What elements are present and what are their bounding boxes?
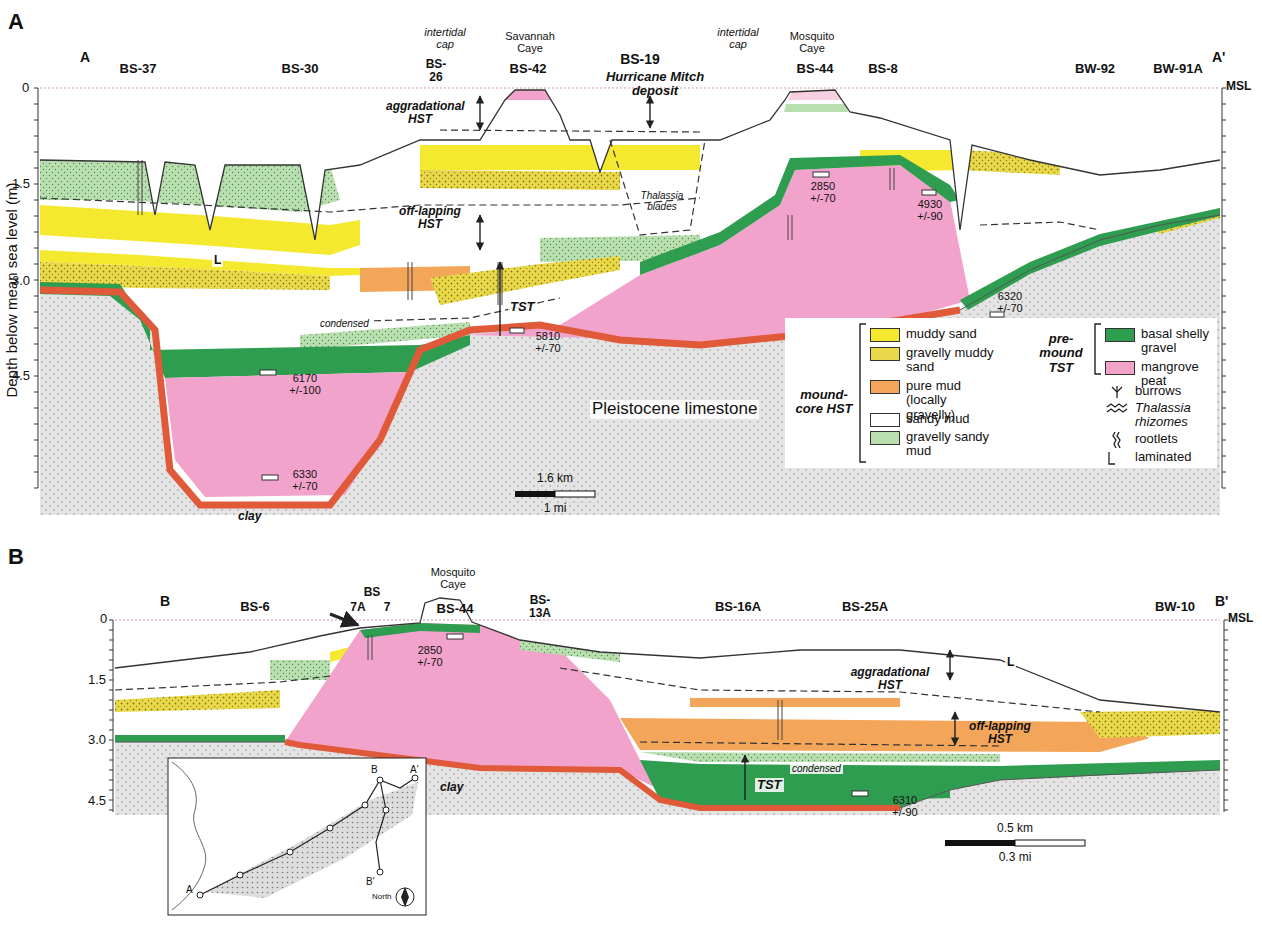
- section-label: pre-mound TST: [1030, 332, 1092, 375]
- legend-text: muddy sand: [906, 327, 996, 341]
- section-label: BS-44: [797, 62, 834, 76]
- section-label: 1 mi: [544, 502, 567, 515]
- section-label: Mosquito Caye: [782, 30, 842, 54]
- section-label: 2850 +/-70: [409, 644, 451, 668]
- section-label: 1.6 km: [537, 472, 573, 485]
- section-label: 6320 +/-70: [989, 290, 1031, 314]
- section-label: BS- 26: [420, 58, 452, 84]
- section-label: A': [410, 764, 419, 775]
- legend-text: basal shelly gravel: [1141, 327, 1221, 356]
- section-label: 0.5 km: [997, 822, 1033, 835]
- section-label: BS-37: [120, 62, 157, 76]
- legend-text: laminated: [1135, 450, 1215, 464]
- section-label: 6310 +/-90: [884, 794, 926, 818]
- section-label: BW-10: [1155, 600, 1195, 614]
- section-label: off-lapping HST: [398, 205, 462, 231]
- section-label: BS-6: [240, 600, 270, 614]
- section-label: Thalassia blades: [635, 190, 690, 212]
- section-label: BS- 13A: [520, 594, 560, 620]
- section-label: 5810 +/-70: [526, 330, 570, 354]
- section-label: 4930 +/-90: [909, 198, 951, 222]
- section-label: BW-91A: [1153, 62, 1203, 76]
- section-label: BS-19: [620, 52, 660, 67]
- section-label: L: [1005, 656, 1016, 669]
- section-label: 6170 +/-100: [281, 372, 329, 396]
- section-label: intertidal cap: [708, 26, 768, 50]
- section-label: B: [8, 545, 24, 569]
- legend-symbol: [1105, 384, 1131, 400]
- section-label: 7A: [350, 601, 365, 614]
- section-label: 0: [100, 612, 107, 626]
- section-label: 1.5: [88, 673, 106, 687]
- section-label: BS-42: [510, 62, 547, 76]
- legend-text: Thalassia rhizomes: [1135, 401, 1215, 430]
- section-label: A: [80, 50, 90, 65]
- legend-swatch: [870, 413, 900, 427]
- section-label: intertidal cap: [415, 26, 475, 50]
- section-label: aggradational HST: [850, 666, 930, 692]
- section-label: aggradational HST: [386, 100, 454, 126]
- legend-text: sandy mud: [906, 412, 996, 426]
- section-label: clay: [238, 510, 261, 523]
- section-label: BS-30: [282, 62, 319, 76]
- legend-swatch: [1105, 361, 1135, 375]
- section-label: Savannah Caye: [500, 30, 560, 54]
- legend-swatch: [870, 431, 900, 445]
- section-label: A: [186, 884, 193, 895]
- section-label: mound-core HST: [792, 388, 856, 417]
- section-label: clay: [440, 781, 463, 794]
- section-label: B': [366, 876, 375, 887]
- legend-swatch: [870, 347, 900, 361]
- legend-swatch: [1105, 328, 1135, 342]
- legend-text: burrows: [1135, 384, 1215, 398]
- section-label: A': [1212, 50, 1225, 65]
- section-label: North: [372, 893, 392, 902]
- section-label: BS: [364, 586, 381, 599]
- section-label: TST: [755, 778, 784, 792]
- section-label: 0: [22, 81, 29, 95]
- legend-swatch: [870, 380, 900, 394]
- section-label: L: [212, 254, 223, 267]
- legend-symbol: [1105, 450, 1131, 466]
- section-label: 7: [384, 601, 391, 614]
- section-label: B: [160, 594, 170, 609]
- legend-text: gravelly muddy sand: [906, 346, 996, 375]
- section-label: 3.0: [88, 733, 106, 747]
- legend-text: rootlets: [1135, 432, 1215, 446]
- section-label: A: [8, 10, 24, 34]
- section-label: 2850 +/-70: [802, 180, 844, 204]
- section-label: Depth below mean sea level (m): [4, 182, 21, 397]
- legend-swatch: [870, 328, 900, 342]
- section-label: BW-92: [1075, 62, 1115, 76]
- section-label: condensed: [318, 318, 371, 329]
- section-label: MSL: [1226, 80, 1251, 93]
- section-label: BS-8: [868, 62, 898, 76]
- section-label: B: [371, 764, 378, 775]
- section-label: 0.3 mi: [999, 851, 1032, 864]
- section-label: Mosquito Caye: [423, 566, 483, 590]
- section-label: off-lapping HST: [967, 720, 1033, 746]
- section-label: BS-16A: [715, 600, 761, 614]
- section-label: 4.5: [88, 794, 106, 808]
- section-label: Pleistocene limestone: [590, 400, 759, 419]
- section-label: Hurricane Mitch deposit: [605, 70, 705, 99]
- section-label: BS-44: [437, 602, 474, 616]
- legend-symbol: [1105, 432, 1131, 448]
- section-label: TST: [508, 300, 537, 314]
- section-label: B': [1215, 594, 1228, 609]
- section-label: 6330 +/-70: [284, 468, 326, 492]
- section-label: condensed: [790, 763, 843, 774]
- section-label: MSL: [1228, 612, 1253, 625]
- legend-text: gravelly sandy mud: [906, 430, 996, 459]
- section-label: BS-25A: [842, 600, 888, 614]
- legend-symbol: [1105, 401, 1131, 417]
